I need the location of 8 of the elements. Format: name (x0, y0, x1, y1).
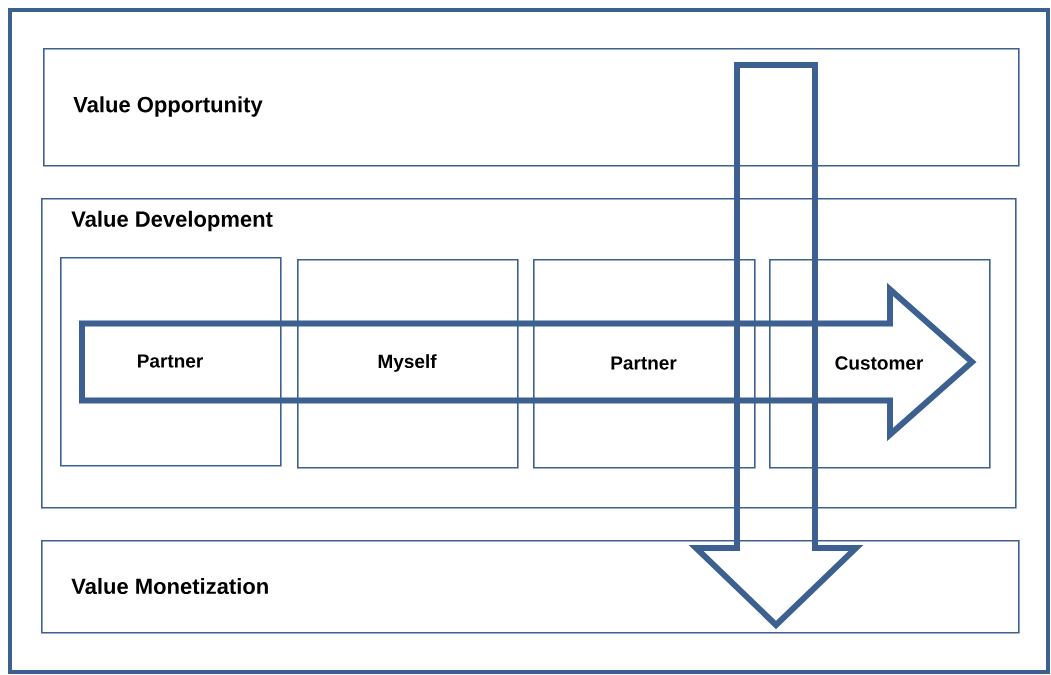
role-box: Myself (297, 259, 519, 469)
block-arrow (688, 62, 864, 630)
block-arrow (79, 282, 977, 442)
role-box: Partner (60, 257, 282, 467)
role-box: Customer (769, 259, 991, 469)
section-box: Value Opportunity (43, 48, 1020, 167)
section-box: Value Monetization (41, 540, 1020, 634)
role-box: Partner (533, 259, 756, 469)
